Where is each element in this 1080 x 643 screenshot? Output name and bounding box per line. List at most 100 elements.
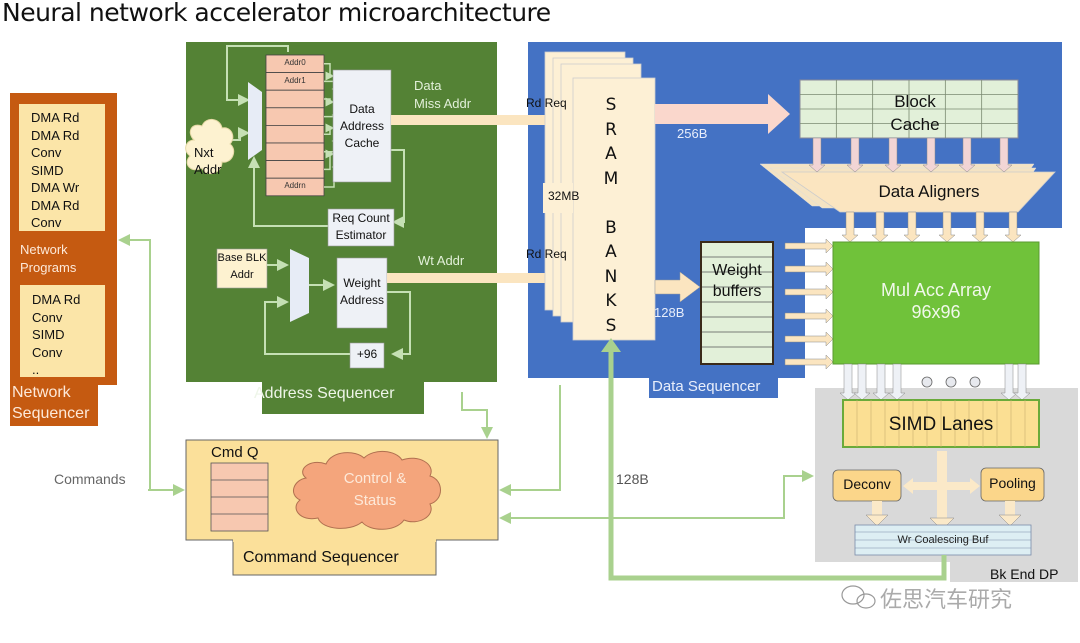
block-cache-to-aligner-arrows: [808, 137, 1013, 173]
weight-address-line1: Weight: [343, 276, 381, 290]
down-arrow: [903, 211, 921, 243]
network-programs-label-line1: Network: [20, 242, 68, 257]
down-arrow: [995, 137, 1013, 173]
bw-128b-label: 128B: [654, 305, 685, 320]
nxt-addr-cloud: [185, 119, 235, 175]
program-1-instr: DMA Rd: [31, 127, 80, 143]
register-connector: [324, 97, 335, 107]
sram-size-label: 32MB: [548, 189, 580, 203]
mac-array-label: Mul Acc Array 96x96: [833, 279, 1039, 323]
right-arrow: [784, 261, 834, 277]
weight-mux: [290, 249, 309, 322]
mac-to-simd-arrows: [839, 363, 1031, 401]
network-sequencer-label-line2: Sequencer: [12, 405, 90, 422]
sram-letter: M: [603, 168, 619, 189]
down-arrow: [841, 211, 859, 243]
addr-register-label: [266, 164, 324, 173]
network-program-2: DMA Rd Conv SIMD Conv ..: [20, 285, 105, 377]
diagram-title: Neural network accelerator microarchitec…: [2, 0, 551, 27]
down-arrow: [1004, 211, 1022, 243]
addr-register-label: [266, 128, 324, 137]
pooling-label: Pooling: [989, 475, 1036, 491]
req-count-estimator-label: Req Count Estimator: [328, 210, 394, 244]
sram-letter: S: [605, 95, 617, 115]
data-miss-line2: Miss Addr: [414, 96, 472, 111]
down-arrow: [839, 363, 857, 401]
addr-register-label: [266, 146, 324, 155]
program-1-instr: Conv: [31, 145, 62, 160]
sram-letter: K: [605, 291, 617, 311]
backend-control-line: [611, 470, 814, 519]
weight-buffers: [700, 241, 774, 365]
base-blk-addr-label: Base BLK Addr: [217, 250, 267, 284]
right-arrow: [784, 284, 834, 300]
command-sequencer-label: Command Sequencer: [243, 549, 399, 566]
sram-letter: B: [605, 217, 617, 238]
data-miss-line1: Data: [414, 78, 442, 93]
network-programs-label-line2: Programs: [20, 260, 77, 275]
nxt-addr-line2: Addr: [194, 162, 222, 177]
weight-address: [336, 257, 388, 329]
right-arrow: [784, 308, 834, 324]
nxt-addr-label: Nxt Addr: [194, 144, 221, 178]
sram-letter: A: [605, 144, 617, 164]
wt-addr-label: Wt Addr: [418, 253, 465, 268]
simd-lanes: [842, 399, 1040, 448]
cmd-queue: [210, 462, 269, 532]
program-1-instr: DMA Rd: [31, 197, 80, 213]
deconv-box: [832, 469, 902, 502]
register-connector: [324, 63, 335, 81]
program-2-instr: Conv: [32, 309, 63, 325]
control-status-cloud: [292, 451, 441, 530]
control-status-label: Control & Status: [320, 468, 430, 512]
register-connector: [324, 123, 335, 135]
dac-line2: Address: [339, 119, 385, 133]
down-arrow: [938, 211, 956, 243]
program-2-instr: ..: [32, 362, 40, 377]
right-arrow: [784, 354, 834, 370]
base-blk-line1: Base BLK: [217, 252, 267, 264]
data-aligners-label: Data Aligners: [878, 182, 980, 201]
register-connector: [324, 149, 335, 171]
data-address-cache-label: Data Address Cache: [333, 101, 391, 152]
rd-req-label-2: Rd Req: [526, 247, 567, 261]
sram-banks: [543, 51, 656, 341]
program-2-instr: Conv: [32, 344, 63, 360]
program-1-instr: DMA Wr: [31, 180, 80, 195]
sram-letter: S: [605, 315, 617, 336]
cmd-to-netseq-line: [118, 234, 183, 491]
program-2-instr: DMA Rd: [32, 292, 81, 307]
wr-coalescing-buf: [854, 524, 1032, 556]
sram-letter: N: [604, 266, 618, 287]
down-arrow: [872, 363, 890, 401]
down-arrow: [922, 137, 940, 173]
wt-addr-arrow: [387, 268, 558, 288]
req-count-estimator: [327, 208, 395, 247]
dac-line1: Data: [349, 102, 375, 116]
down-arrow: [888, 363, 906, 401]
down-arrow: [971, 211, 989, 243]
plus96-adder: [349, 342, 385, 369]
weight-buffers-line1: Weight: [712, 262, 762, 279]
program-1-instr: Conv: [31, 215, 62, 230]
network-sequencer-label-line1: Network: [12, 384, 71, 401]
addr-register-label: Addrn: [284, 181, 306, 191]
addr-register-label: Addr0: [284, 58, 306, 67]
data-address-cache: [332, 69, 392, 183]
network-program-1: DMA Rd DMA Rd Conv SIMD DMA Wr DMA Rd Co…: [19, 104, 105, 231]
down-arrow: [871, 211, 889, 243]
network-programs-label: Network Programs: [20, 241, 76, 277]
network-sequencer-block: DMA Rd DMA Rd Conv SIMD DMA Wr DMA Rd Co…: [10, 93, 117, 385]
address-mux: [248, 82, 262, 160]
weight-buffers-line2: buffers: [712, 283, 762, 300]
weight-buffers-label: Weight buffers: [701, 260, 773, 302]
plus96-label: +96: [356, 347, 378, 361]
nxt-addr-line1: Nxt: [194, 145, 214, 160]
block-cache-label: Block Cache: [870, 90, 960, 136]
address-sequencer-label: Address Sequencer: [254, 385, 395, 402]
weight-address-label: Weight Address: [337, 275, 387, 309]
right-arrow: [784, 238, 834, 254]
mac-array-line2: 96x96: [911, 302, 961, 322]
